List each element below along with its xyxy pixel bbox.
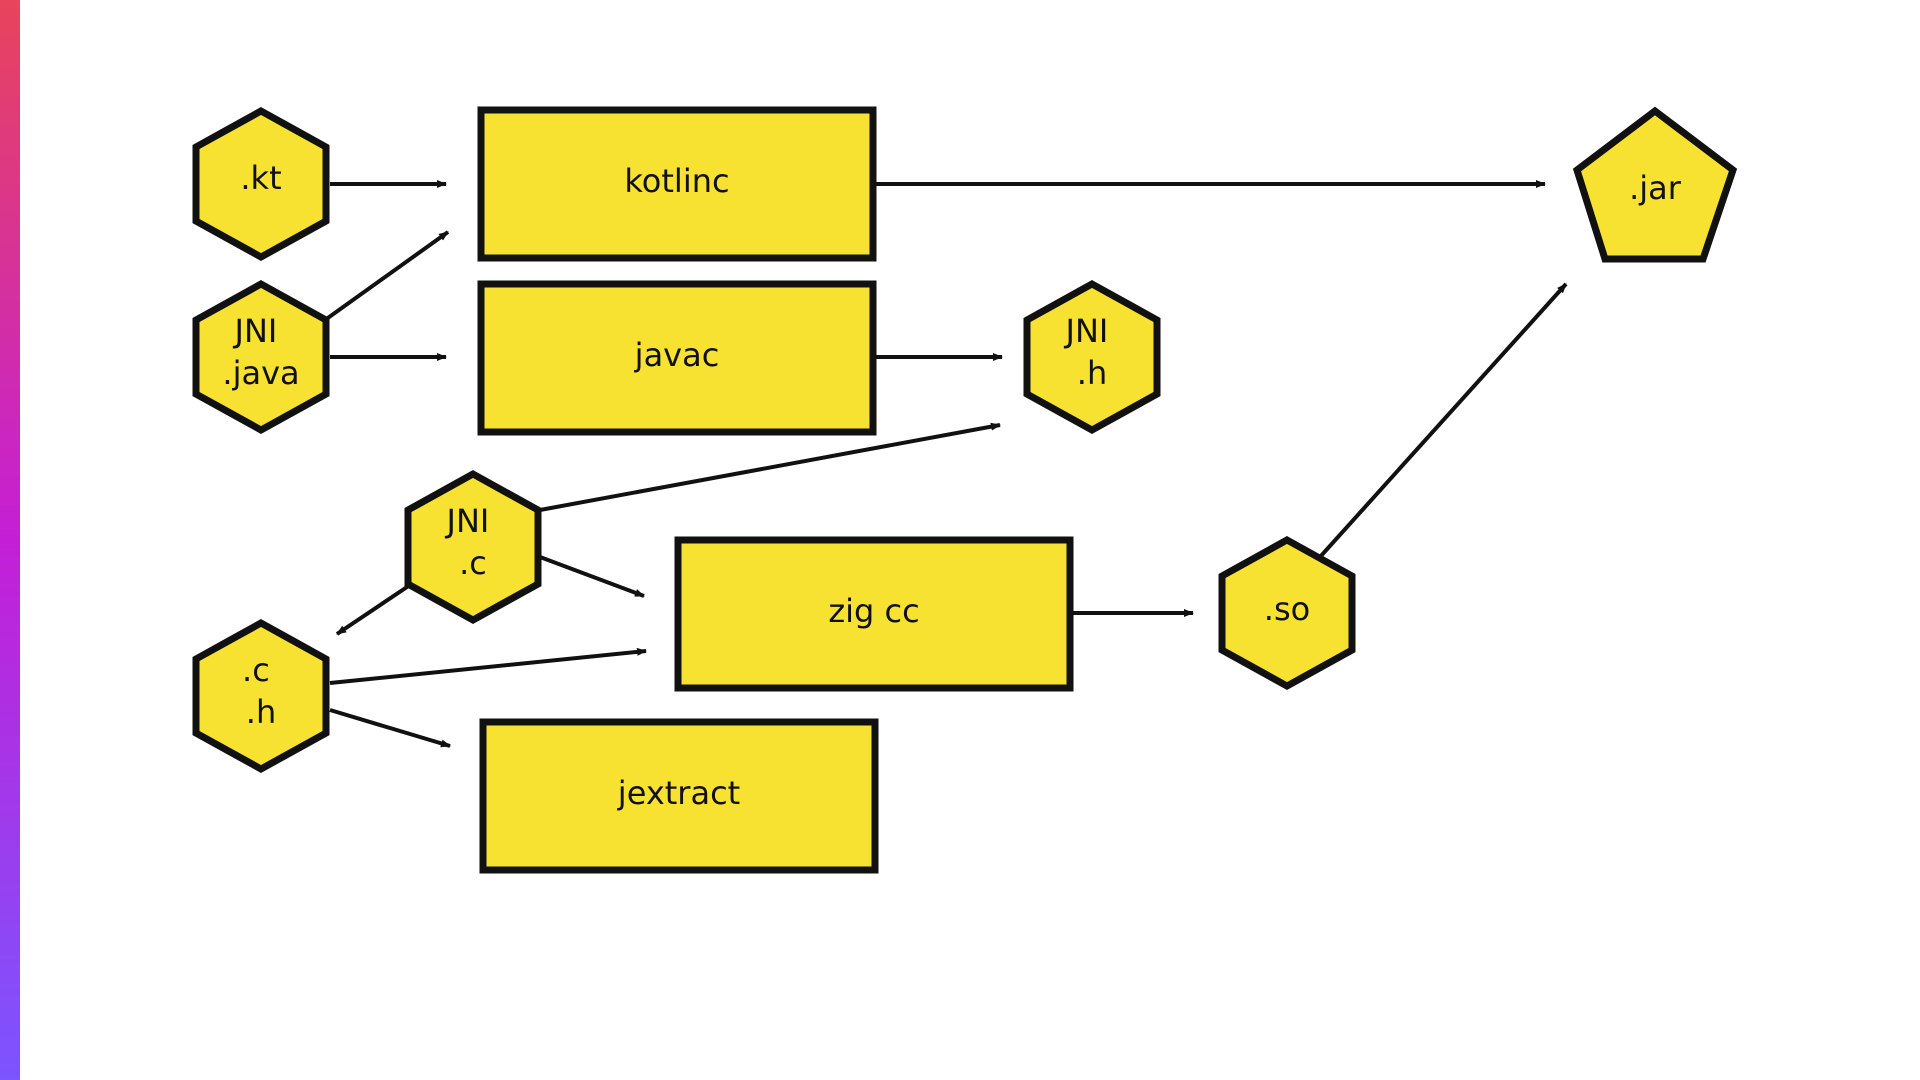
svg-text:zig cc: zig cc	[828, 592, 919, 630]
node-jni-c-shape	[404, 469, 542, 625]
node-jni-h-shape	[1023, 279, 1161, 435]
node-c-h-shape	[192, 618, 330, 774]
node-kotlinc-box	[477, 106, 877, 262]
edges	[323, 180, 1568, 748]
edge-jni-java-to-kotlinc	[323, 230, 450, 322]
svg-text:.kt: .kt	[240, 159, 281, 197]
node-jextract-label-0: jextract	[617, 774, 740, 812]
node-jar: .jar	[1572, 106, 1738, 263]
node-jni-h-label-1: .h	[1077, 354, 1107, 392]
edge-jni-c-to-c-h	[335, 583, 412, 636]
node-zig-cc: zig cc	[674, 536, 1074, 692]
node-jni-h-label-0: JNI	[1064, 312, 1109, 350]
node-jar-label-0: .jar	[1629, 169, 1682, 207]
svg-text:JNI .java: JNI .java	[222, 312, 299, 392]
svg-text:.c .h: .c .h	[242, 651, 280, 731]
node-zig-cc-box	[674, 536, 1074, 692]
node-jni-h: JNI .h	[1023, 279, 1161, 435]
node-c-h-label-1: .h	[246, 693, 276, 731]
node-kotlinc: kotlinc	[477, 106, 877, 262]
node-jextract: jextract	[479, 718, 879, 874]
accent-bar	[0, 0, 20, 1080]
node-jni-c: JNI .c	[404, 469, 542, 625]
svg-text:javac: javac	[634, 336, 720, 374]
node-jni-c-label-0: JNI	[445, 502, 490, 540]
svg-text:JNI .h: JNI .h	[1064, 312, 1119, 392]
node-c-h-label-0: .c	[242, 651, 270, 689]
node-kt-label-0: .kt	[240, 159, 281, 197]
node-jar-shape	[1572, 106, 1738, 263]
node-jni-java: JNI .java	[192, 279, 330, 435]
edge-c-h-to-zig-cc	[329, 647, 647, 685]
svg-text:JNI .c: JNI .c	[445, 502, 500, 582]
node-jni-java-shape	[192, 279, 330, 435]
edge-c-h-to-jextract	[329, 708, 451, 748]
node-kt: .kt	[192, 106, 330, 262]
node-jextract-box	[479, 718, 879, 874]
edge-jni-c-to-zig-cc	[539, 555, 645, 598]
node-kotlinc-label-0: kotlinc	[624, 162, 729, 200]
svg-text:jextract: jextract	[617, 774, 740, 812]
node-kt-shape	[192, 106, 330, 262]
node-so: .so	[1218, 535, 1356, 691]
node-so-shape	[1218, 535, 1356, 691]
edge-so-to-jar	[1318, 282, 1568, 559]
node-jni-java-label-1: .java	[222, 354, 299, 392]
node-jni-c-label-1: .c	[459, 544, 487, 582]
node-zig-cc-label-0: zig cc	[828, 592, 919, 630]
node-javac: javac	[477, 280, 877, 436]
node-c-h: .c .h	[192, 618, 330, 774]
edge-jni-c-to-jni-h	[539, 422, 1001, 512]
svg-text:.jar: .jar	[1629, 169, 1682, 207]
node-jni-java-label-0: JNI	[233, 312, 278, 350]
svg-text:kotlinc: kotlinc	[624, 162, 729, 200]
node-so-label-0: .so	[1264, 590, 1310, 628]
svg-text:.so: .so	[1264, 590, 1310, 628]
node-javac-box	[477, 280, 877, 436]
node-javac-label-0: javac	[634, 336, 720, 374]
